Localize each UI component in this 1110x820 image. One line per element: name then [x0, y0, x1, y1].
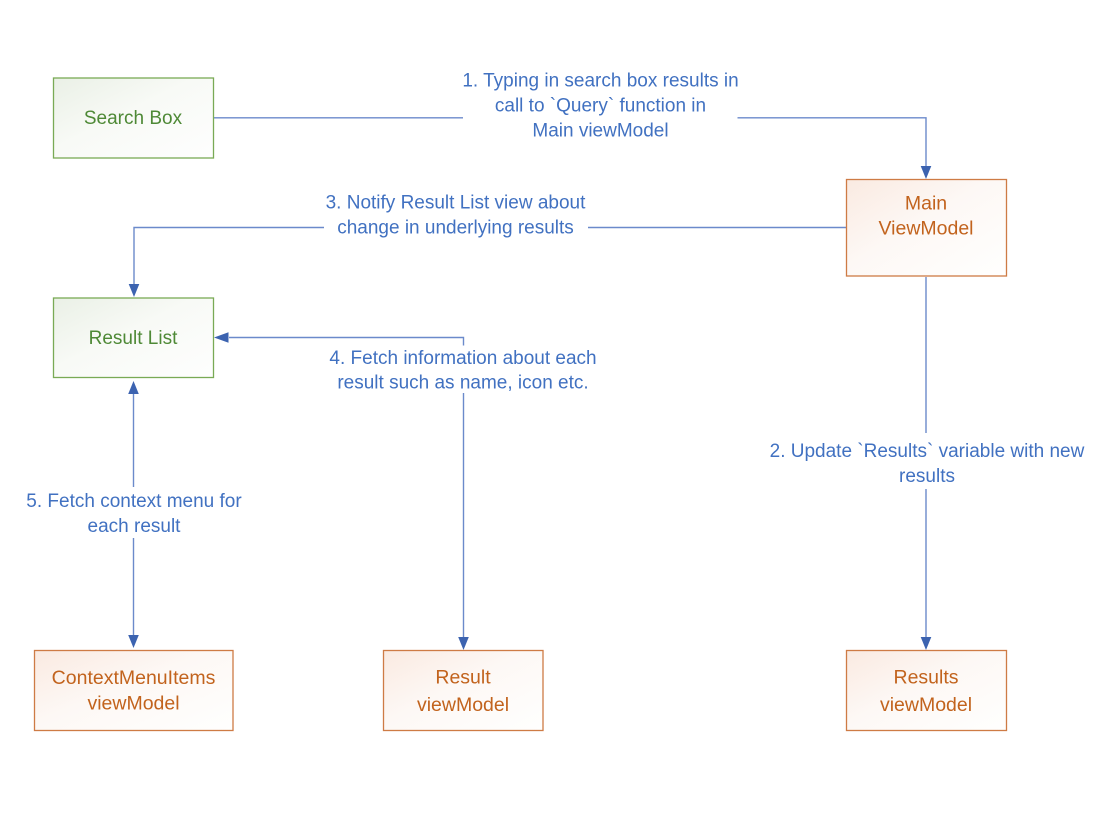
svg-text:4. Fetch information about eac: 4. Fetch information about each — [329, 348, 596, 369]
svg-text:Main viewModel: Main viewModel — [532, 121, 668, 142]
svg-text:ViewModel: ViewModel — [878, 218, 973, 240]
svg-text:viewModel: viewModel — [87, 693, 179, 715]
svg-text:2. Update `Results` variable w: 2. Update `Results` variable with new — [770, 441, 1085, 462]
svg-text:Search Box: Search Box — [84, 108, 183, 129]
svg-text:Result: Result — [435, 667, 491, 689]
svg-text:result such as name, icon etc.: result such as name, icon etc. — [337, 373, 588, 394]
svg-text:3. Notify Result List view abo: 3. Notify Result List view about — [326, 193, 587, 214]
svg-text:call to `Query` function in: call to `Query` function in — [495, 96, 706, 117]
svg-text:change in underlying results: change in underlying results — [337, 218, 574, 239]
svg-text:1. Typing in search box result: 1. Typing in search box results in — [462, 71, 738, 92]
svg-text:viewModel: viewModel — [880, 694, 972, 716]
svg-text:5. Fetch context menu for: 5. Fetch context menu for — [26, 491, 242, 512]
svg-text:each result: each result — [88, 516, 182, 537]
svg-text:viewModel: viewModel — [417, 694, 509, 716]
svg-text:Result List: Result List — [89, 328, 178, 349]
svg-text:Results: Results — [893, 667, 958, 689]
svg-text:ContextMenuItems: ContextMenuItems — [52, 667, 216, 689]
svg-text:results: results — [899, 466, 955, 487]
svg-text:Main: Main — [905, 193, 947, 215]
